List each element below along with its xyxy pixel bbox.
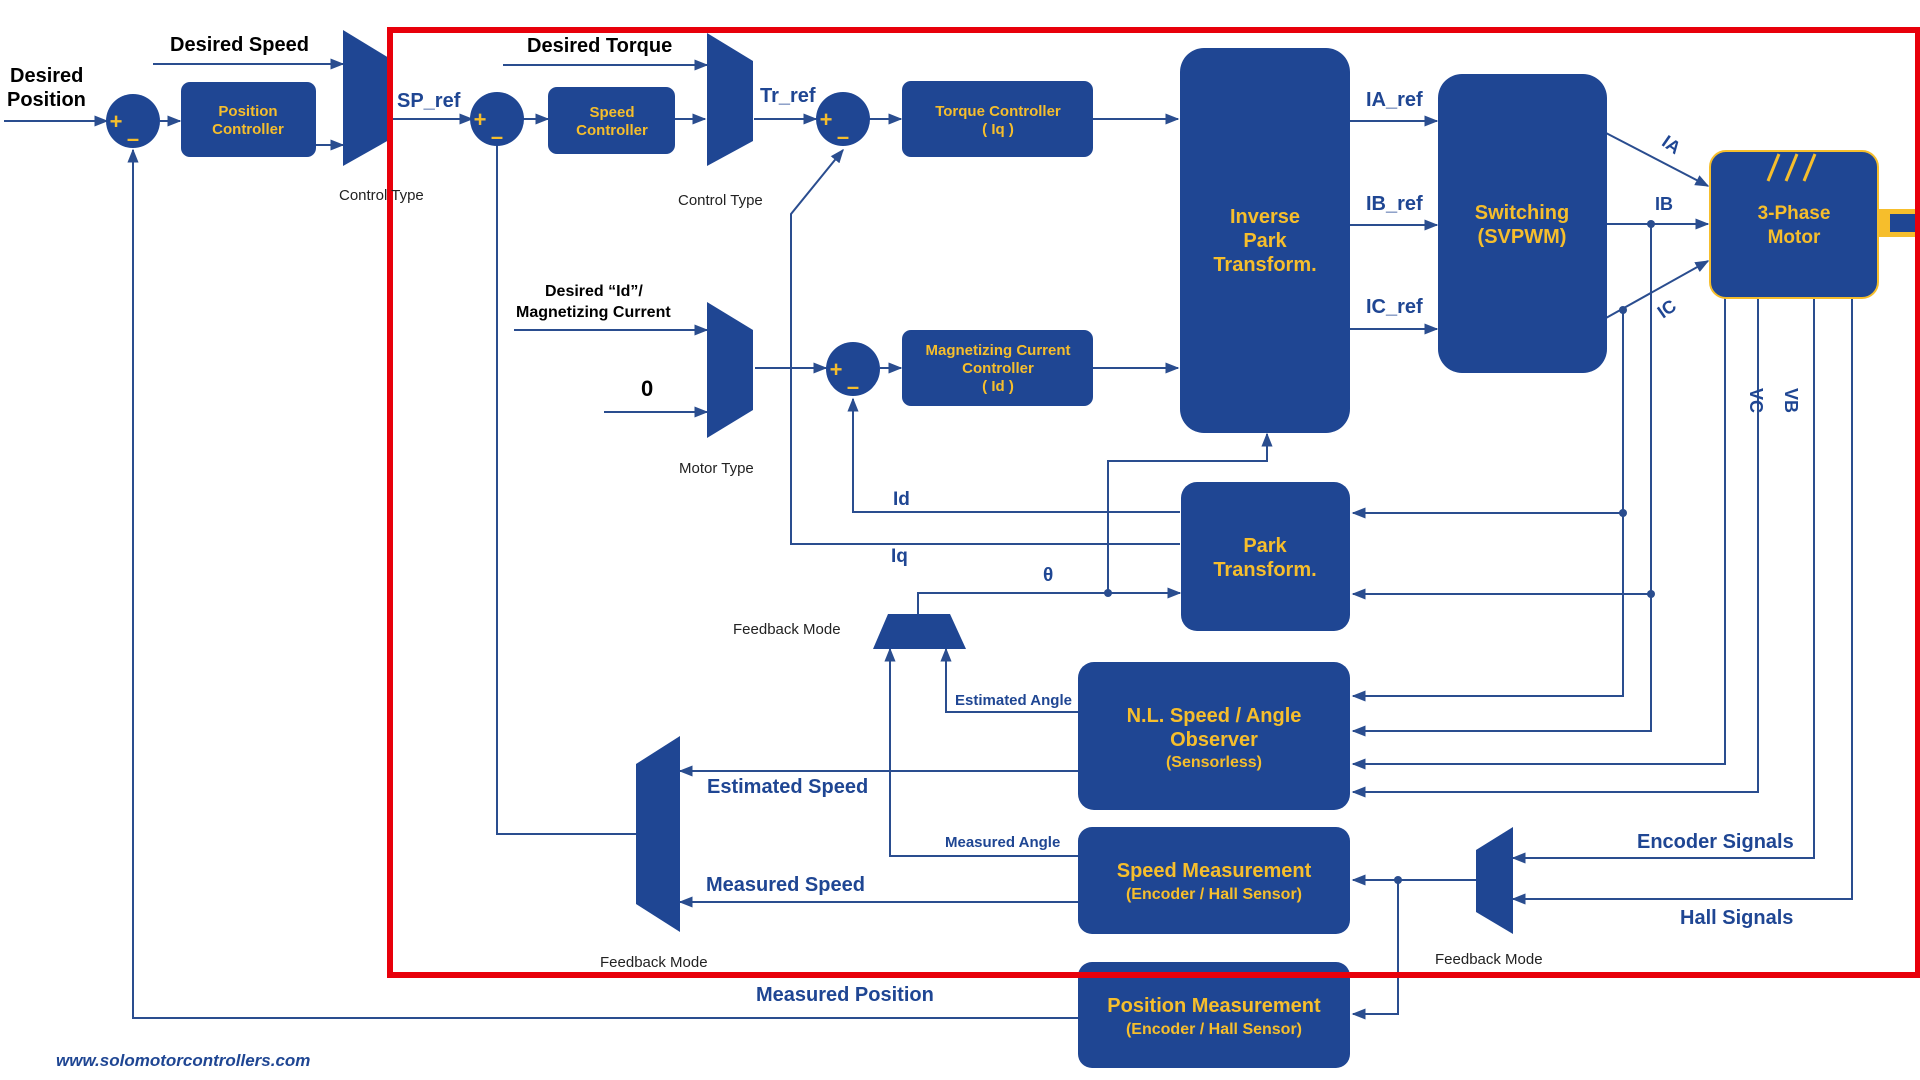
estimated-speed-label: Estimated Speed [707, 776, 868, 798]
svg-text:Switching(SVPWM): Switching(SVPWM) [1475, 202, 1569, 248]
svg-text:+: + [474, 107, 487, 132]
theta-label: θ [1043, 565, 1053, 586]
ic-ref-label: IC_ref [1366, 296, 1423, 318]
speed-measurement-block: Speed Measurement(Encoder / Hall Sensor) [1078, 827, 1350, 934]
iq-signal-label: Iq [891, 546, 908, 567]
feedback-mode-sensor-label: Feedback Mode [1435, 951, 1543, 968]
measured-speed-label: Measured Speed [706, 874, 865, 896]
motor-type-label: Motor Type [679, 460, 754, 477]
sum-junction-magnetizing: + – [826, 342, 880, 399]
ia-ref-label: IA_ref [1366, 89, 1423, 111]
ib-label: IB [1655, 194, 1673, 214]
vb-label: VB [1781, 388, 1801, 413]
control-type-mux-1 [343, 30, 389, 166]
switching-svpwm-block: Switching(SVPWM) [1438, 74, 1607, 373]
sp-ref-label: SP_ref [397, 90, 461, 112]
svg-text:+: + [110, 109, 123, 134]
id-signal-label: Id [893, 489, 910, 510]
zero-input-label: 0 [641, 376, 653, 401]
ia-label: IA [1658, 131, 1684, 158]
measured-position-label: Measured Position [756, 984, 934, 1006]
control-type-mux-2 [707, 33, 753, 166]
feedback-mode-sensor-mux [1476, 827, 1513, 934]
ib-ref-label: IB_ref [1366, 193, 1423, 215]
svg-text:Speed Measurement(Encoder / Ha: Speed Measurement(Encoder / Hall Sensor) [1117, 860, 1312, 903]
feedback-mode-angle-label: Feedback Mode [733, 621, 841, 638]
desired-speed-label: Desired Speed [170, 34, 309, 56]
torque-controller-block: Torque Controller( Iq ) [902, 81, 1093, 157]
feedback-mode-angle-mux [873, 614, 966, 649]
hall-signals-label: Hall Signals [1680, 907, 1793, 929]
motor-type-mux [707, 302, 753, 438]
svg-text:+: + [820, 107, 833, 132]
ic-label: IC [1654, 296, 1680, 323]
control-type-label-2: Control Type [678, 192, 763, 209]
highlight-frame [387, 27, 1920, 978]
desired-id-label: Desired “Id”/Magnetizing Current [516, 283, 671, 321]
svg-text:Torque Controller( Iq ): Torque Controller( Iq ) [935, 103, 1061, 138]
svg-text:–: – [491, 124, 503, 149]
motor-hatch-icon [1766, 153, 1817, 182]
estimated-angle-label: Estimated Angle [955, 692, 1072, 709]
vc-label: VC [1746, 388, 1766, 413]
position-measurement-block: Position Measurement(Encoder / Hall Sens… [1078, 962, 1350, 1068]
sum-junction-speed: + – [470, 92, 524, 149]
website-url: www.solomotorcontrollers.com [56, 1051, 310, 1070]
sum-junction-position: + – [106, 94, 160, 151]
control-type-label-1: Control Type [339, 187, 424, 204]
desired-torque-label: Desired Torque [527, 35, 672, 57]
svg-text:+: + [830, 357, 843, 382]
svg-text:Position Measurement(Encoder /: Position Measurement(Encoder / Hall Sens… [1107, 995, 1321, 1038]
svg-text:–: – [847, 374, 859, 399]
tr-ref-label: Tr_ref [760, 85, 816, 107]
feedback-mode-speed-label: Feedback Mode [600, 954, 708, 971]
svg-text:–: – [837, 124, 849, 149]
feedback-mode-speed-mux [636, 736, 680, 932]
sum-junction-torque: + – [816, 92, 870, 149]
encoder-signals-label: Encoder Signals [1637, 831, 1794, 853]
svg-text:–: – [127, 126, 139, 151]
signal-wires [4, 58, 1920, 1020]
measured-angle-label: Measured Angle [945, 834, 1060, 851]
